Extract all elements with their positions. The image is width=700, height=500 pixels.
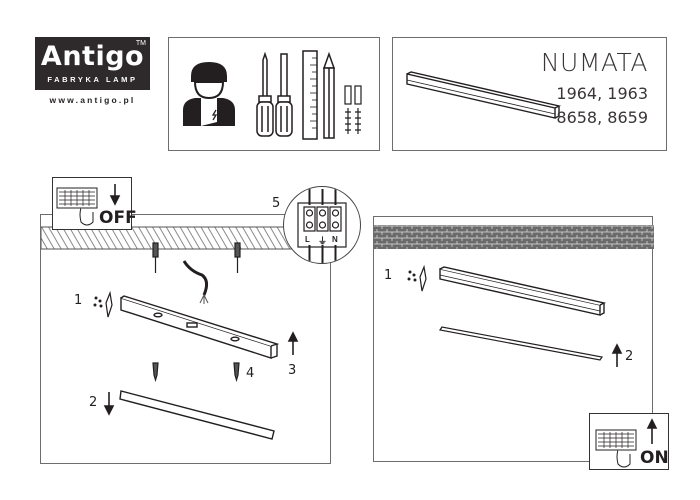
- terminal-n: N: [332, 235, 338, 244]
- flat-screwdriver-icon: [275, 53, 293, 137]
- breaker-panel-icon: [595, 418, 658, 468]
- step-2-label: 2: [89, 395, 98, 410]
- brand-name: Antigo: [40, 41, 145, 72]
- arrow-up-icon: [611, 343, 623, 367]
- product-panel: NUMATA 1964, 1963 8658, 8659: [392, 37, 667, 151]
- breaker-panel-icon: [56, 184, 121, 226]
- breaker-off-inset: OFF: [52, 177, 137, 230]
- off-label: OFF: [99, 208, 137, 228]
- breaker-on-inset: ON: [589, 413, 669, 470]
- drill-icon: [93, 290, 113, 318]
- step-3-label: 3: [288, 363, 297, 378]
- on-label: ON: [640, 448, 669, 468]
- tools-panel: [168, 37, 380, 151]
- step-4-label: 4: [246, 366, 255, 381]
- trademark: TM: [135, 40, 146, 47]
- brand-url: www.antigo.pl: [49, 95, 136, 105]
- terminal-l: L: [305, 235, 310, 244]
- pencil-icon: [322, 51, 336, 139]
- brand-subtitle: FABRYKA LAMP: [47, 75, 138, 84]
- product-name: NUMATA: [540, 48, 648, 77]
- terminal-block-detail: L ⏚ N: [283, 186, 361, 264]
- step-5-label: 5: [272, 196, 281, 211]
- product-codes-1: 1964, 1963: [556, 84, 648, 103]
- lamp-icon: [406, 71, 562, 119]
- step-1-label: 1: [384, 268, 393, 283]
- product-codes-2: 8658, 8659: [556, 108, 648, 127]
- terminal-ground: ⏚: [318, 236, 328, 246]
- phillips-screwdriver-icon: [256, 51, 274, 137]
- ceiling-brick: [374, 225, 654, 249]
- terminal-block-icon: [297, 189, 347, 263]
- step-1-label: 1: [74, 293, 83, 308]
- arrow-up-icon: [646, 418, 658, 444]
- wall-plug-icon: [344, 85, 362, 134]
- brand-logo: Antigo TM FABRYKA LAMP: [35, 37, 150, 90]
- ceiling-mount-illustration: [41, 226, 332, 440]
- lamp-fitting-illustration: [374, 225, 654, 367]
- ruler-icon: [302, 50, 318, 140]
- drill-icon: [407, 264, 427, 292]
- installation-diagram-left: 1 2 3 4: [40, 214, 332, 464]
- tools-illustration: [183, 50, 362, 140]
- step-2-label: 2: [625, 349, 634, 364]
- electrician-icon: [183, 62, 235, 126]
- ceiling-hatch: [41, 226, 332, 250]
- arrow-down-icon: [109, 184, 121, 206]
